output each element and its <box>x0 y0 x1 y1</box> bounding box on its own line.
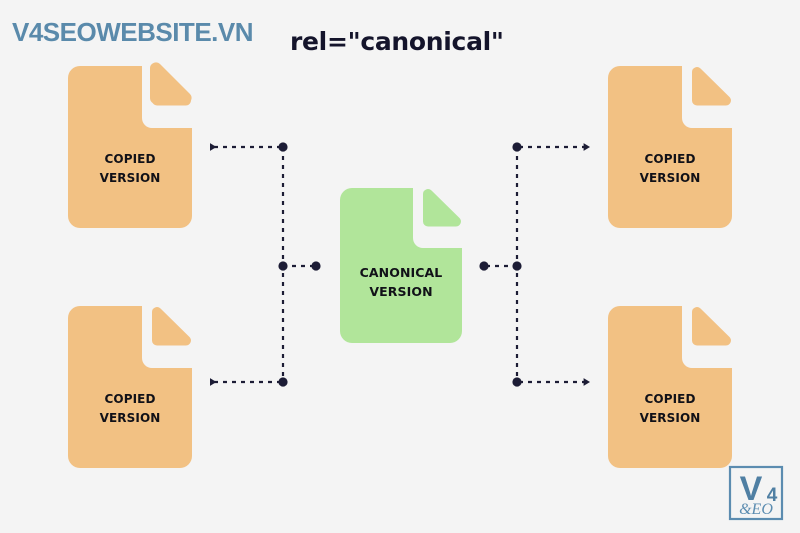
connector-dot-left-mid <box>278 261 288 271</box>
document-page-icon <box>340 188 462 343</box>
document-page-icon <box>608 306 732 468</box>
document-copied-top-left[interactable]: COPIED VERSION <box>68 62 192 228</box>
diagram-title: rel="canonical" <box>290 27 504 56</box>
document-copied-bottom-right[interactable]: COPIED VERSION <box>608 306 732 468</box>
logo-mark-icon: V 4 &EO <box>728 465 784 521</box>
svg-text:4: 4 <box>767 485 778 506</box>
document-label: CANONICAL VERSION <box>359 265 443 300</box>
document-canonical[interactable]: CANONICAL VERSION <box>340 188 462 343</box>
document-copied-bottom-left[interactable]: COPIED VERSION <box>68 306 192 468</box>
svg-text:V: V <box>740 470 763 508</box>
document-label: COPIED VERSION <box>639 392 701 425</box>
document-page-icon <box>68 62 192 228</box>
svg-text:&EO: &EO <box>739 501 773 518</box>
document-page-icon <box>68 306 192 468</box>
site-watermark: V4SEOWEBSITE.VN <box>12 17 254 47</box>
document-label: COPIED VERSION <box>639 152 701 185</box>
document-label: COPIED VERSION <box>99 392 161 425</box>
document-page-icon <box>608 66 732 228</box>
connector-dot-canonical-right <box>479 261 489 271</box>
connector-dot-left-bottom <box>278 377 288 387</box>
connector-dot-right-top <box>512 142 522 152</box>
connector-dot-canonical-left <box>311 261 321 271</box>
document-copied-top-right[interactable]: COPIED VERSION <box>608 66 732 228</box>
v4seo-logo[interactable]: V 4 &EO <box>727 464 785 522</box>
connector-dot-right-mid <box>512 261 522 271</box>
connector-dot-right-bottom <box>512 377 522 387</box>
document-label: COPIED VERSION <box>99 152 161 185</box>
connector-dot-left-top <box>278 142 288 152</box>
